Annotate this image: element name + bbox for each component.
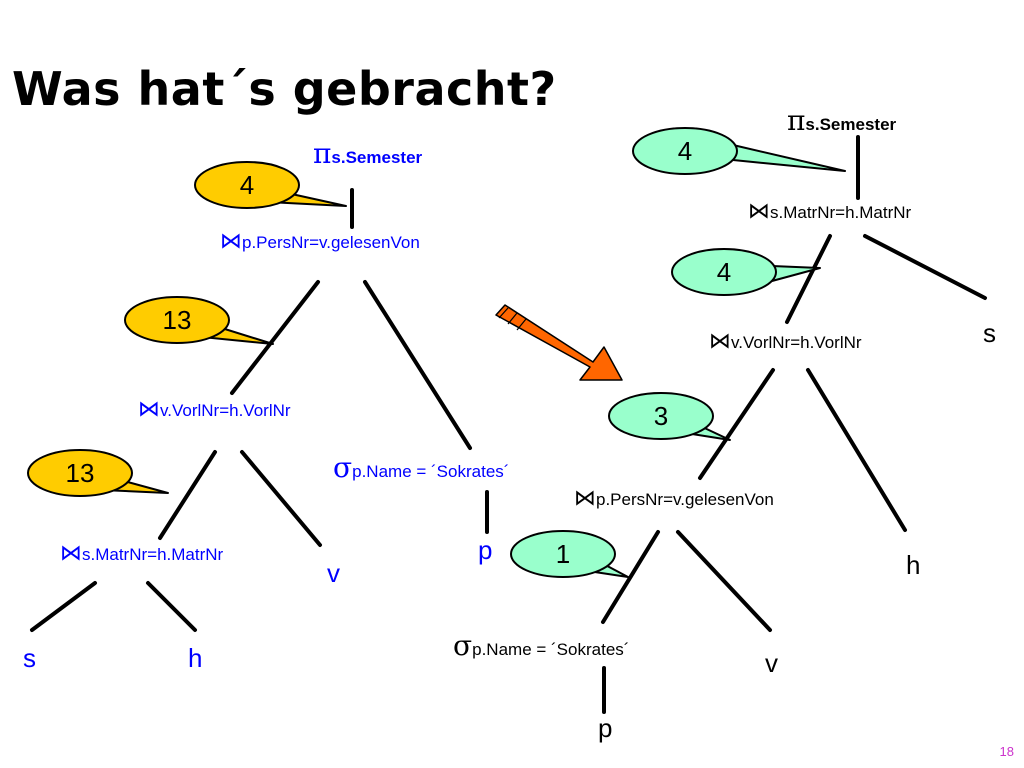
selection-condition: p.Name = ´Sokrates´ (472, 640, 630, 659)
right-bubble-3: 1 (510, 530, 629, 578)
join-condition: p.PersNr=v.gelesenVon (242, 233, 420, 252)
right-edge-join-bottom-v (676, 530, 772, 632)
left-tree-edges (30, 188, 489, 632)
left-edge-join-top-join-middle (230, 280, 320, 395)
join-condition: p.PersNr=v.gelesenVon (596, 490, 774, 509)
right-leaf-v: v (765, 648, 778, 678)
left-edge-join-bottom-s (30, 581, 97, 632)
join-symbol: ⋈ (574, 486, 596, 511)
left-leaf-s: s (23, 643, 36, 673)
right-leaf-p: p (598, 713, 613, 743)
right-edge-join-middle-join-bottom (698, 368, 775, 480)
right-edge-join-top-s (863, 234, 987, 300)
bubble-cardinality-4: 4 (717, 257, 731, 287)
pi-symbol: π (313, 137, 332, 170)
join-condition: v.VorlNr=h.VorlNr (160, 401, 291, 420)
left-leaf-v: v (327, 558, 340, 588)
bubble-cardinality-3: 3 (654, 401, 668, 431)
projection-attribute: s.Semester (805, 115, 897, 134)
bubble-cardinality-4: 4 (240, 170, 254, 200)
transformation-arrow (495, 304, 623, 381)
left-bubble-1: 13 (124, 296, 274, 345)
right-tree-edges (601, 135, 987, 714)
left-bubble-2: 13 (27, 449, 169, 497)
left-join-bottom-node: ⋈s.MatrNr=h.MatrNr (60, 543, 223, 565)
right-edge-join-top-join-middle (785, 234, 832, 324)
pi-symbol: π (787, 104, 806, 137)
sigma-symbol: σ (333, 451, 353, 484)
left-edge-join-top-selection (363, 280, 472, 450)
bubble-cardinality-4: 4 (678, 136, 692, 166)
bubble-cardinality-13: 13 (66, 458, 95, 488)
left-edge-join-bottom-h (146, 581, 197, 632)
left-bubble-0: 4 (194, 161, 347, 209)
right-join-middle-node: ⋈v.VorlNr=h.VorlNr (709, 331, 862, 353)
left-edge-join-middle-join-bottom (158, 450, 217, 540)
join-symbol: ⋈ (748, 199, 770, 224)
left-join-middle-node: ⋈v.VorlNr=h.VorlNr (138, 399, 291, 421)
right-bubble-0: 4 (632, 127, 846, 175)
join-symbol: ⋈ (220, 229, 242, 254)
left-edge-join-middle-v (240, 450, 322, 547)
join-condition: v.VorlNr=h.VorlNr (731, 333, 862, 352)
projection-attribute: s.Semester (331, 148, 423, 167)
left-join-top-node: ⋈p.PersNr=v.gelesenVon (220, 231, 420, 253)
right-join-top-node: ⋈s.MatrNr=h.MatrNr (748, 201, 911, 223)
slide-title: Was hat´s gebracht? (12, 62, 557, 116)
page-number: 18 (999, 744, 1014, 759)
right-edge-join-bottom-selection (601, 530, 660, 624)
join-symbol: ⋈ (138, 397, 160, 422)
right-leaf-s: s (983, 318, 996, 348)
right-projection-node: πs.Semester (787, 107, 896, 135)
selection-condition: p.Name = ´Sokrates´ (352, 462, 510, 481)
join-condition: s.MatrNr=h.MatrNr (82, 545, 224, 564)
left-projection-node: πs.Semester (313, 140, 422, 168)
join-condition: s.MatrNr=h.MatrNr (770, 203, 912, 222)
right-selection-node: σp.Name = ´Sokrates´ (453, 632, 629, 660)
bubble-cardinality-13: 13 (163, 305, 192, 335)
join-symbol: ⋈ (60, 541, 82, 566)
join-symbol: ⋈ (709, 329, 731, 354)
right-join-bottom-node: ⋈p.PersNr=v.gelesenVon (574, 488, 774, 510)
right-edge-join-middle-h (806, 368, 907, 532)
left-leaf-h: h (188, 643, 203, 673)
bubble-cardinality-1: 1 (556, 539, 570, 569)
right-bubble-2: 3 (608, 392, 731, 441)
left-selection-node: σp.Name = ´Sokrates´ (333, 454, 509, 482)
left-leaf-p: p (478, 535, 493, 565)
right-bubble-1: 4 (671, 248, 821, 296)
right-leaf-h: h (906, 550, 921, 580)
sigma-symbol: σ (453, 629, 473, 662)
